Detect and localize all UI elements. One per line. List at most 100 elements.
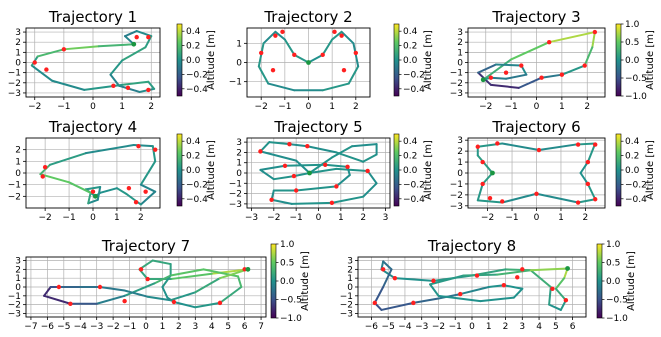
waypoint-marker xyxy=(392,275,398,281)
waypoint-marker xyxy=(519,63,524,68)
waypoint-marker xyxy=(353,50,359,56)
colorbar-tick-label: 0.0 xyxy=(606,277,621,287)
trajectory-segment xyxy=(577,198,597,204)
subplot-title: Trajectory 5 xyxy=(273,118,362,136)
colorbar-tick-label: −0.2 xyxy=(403,180,425,190)
x-tick-label: −3 xyxy=(415,322,428,332)
x-tick-label: −5 xyxy=(57,322,70,332)
waypoint-marker xyxy=(32,60,37,65)
colorbar-tick-label: −0.4 xyxy=(625,195,647,205)
x-tick-label: 0 xyxy=(143,322,149,332)
axes-frame xyxy=(467,27,606,98)
y-tick-label: 0 xyxy=(15,59,21,69)
y-tick-label: 2 xyxy=(15,146,21,156)
waypoint-marker xyxy=(133,199,139,205)
waypoint-marker xyxy=(126,185,132,191)
waypoint-marker xyxy=(539,75,544,80)
subplot-title: Trajectory 4 xyxy=(48,118,137,136)
start-marker xyxy=(480,77,486,83)
x-tick-label: 3 xyxy=(383,213,389,223)
trajectory-segment xyxy=(429,283,440,297)
waypoint-marker xyxy=(501,283,507,288)
trajectory-segment xyxy=(373,286,385,304)
waypoint-marker xyxy=(273,33,278,38)
trajectory-segment xyxy=(161,286,169,299)
trajectory-segment xyxy=(169,268,205,277)
trajectory-segment xyxy=(351,143,378,148)
waypoint-marker xyxy=(480,159,485,165)
x-tick-label: 0 xyxy=(90,102,96,112)
x-tick-label: 2 xyxy=(583,213,589,223)
y-tick-label: 0 xyxy=(15,283,21,293)
y-tick-label: −2 xyxy=(450,79,463,89)
x-tick-label: 0 xyxy=(90,213,96,223)
colorbar-tick-label: 0.0 xyxy=(625,56,640,66)
trajectory-segment xyxy=(121,80,150,86)
waypoint-marker xyxy=(345,164,350,170)
colorbar-tick-label: 0.4 xyxy=(186,137,201,147)
trajectory-segment xyxy=(292,172,311,178)
trajectory-segment xyxy=(476,154,494,174)
trajectory-segment xyxy=(479,296,515,303)
trajectory-segment xyxy=(288,143,309,148)
x-tick-label: 1 xyxy=(559,102,565,112)
x-tick-label: 3 xyxy=(192,322,198,332)
trajectory-segment xyxy=(84,144,135,155)
waypoint-marker xyxy=(563,298,569,303)
trajectory-segment xyxy=(535,192,580,204)
y-tick-label: 3 xyxy=(457,28,463,38)
y-tick-label: 0 xyxy=(15,169,21,179)
y-tick-label: −3 xyxy=(229,200,242,210)
trajectory-segment xyxy=(362,182,378,198)
trajectory-segment xyxy=(308,167,338,174)
waypoint-marker xyxy=(329,200,335,206)
y-tick-label: 1 xyxy=(15,48,21,58)
subplot-title: Trajectory 3 xyxy=(491,8,580,26)
waypoint-marker xyxy=(365,168,370,174)
y-tick-label: −1 xyxy=(229,179,242,189)
trajectory-segment xyxy=(146,295,172,302)
colorbar-label: Altitude [m] xyxy=(645,30,656,90)
waypoint-marker xyxy=(122,298,127,304)
trajectory-segment xyxy=(262,30,277,45)
colorbar-tick-label: −1.0 xyxy=(625,92,647,102)
x-tick-label: −1 xyxy=(62,213,75,223)
trajectory-segment xyxy=(121,46,147,62)
x-tick-label: 1 xyxy=(160,322,166,332)
trajectory-segment xyxy=(321,38,334,56)
trajectory-segment xyxy=(331,30,343,41)
waypoint-marker xyxy=(258,50,264,56)
trajectory-segment xyxy=(97,43,135,48)
trajectory-segment xyxy=(517,76,543,89)
colorbar xyxy=(615,133,622,207)
trajectory-segment xyxy=(51,79,86,91)
x-tick-label: −5 xyxy=(382,322,395,332)
trajectory-segment xyxy=(481,172,494,185)
trajectory-segment xyxy=(169,272,213,281)
waypoint-marker xyxy=(500,199,505,204)
waypoint-marker xyxy=(575,200,581,205)
trajectory-segment xyxy=(151,145,157,163)
y-tick-label: 3 xyxy=(15,257,21,267)
waypoint-marker xyxy=(380,267,386,272)
colorbar-tick-label: 0.0 xyxy=(280,277,295,287)
x-tick-label: 7 xyxy=(258,322,264,332)
trajectory-segment xyxy=(267,82,296,92)
trajectory-segment xyxy=(306,145,338,154)
colorbar xyxy=(176,133,183,207)
trajectory-segment xyxy=(87,198,99,205)
waypoint-marker xyxy=(341,67,347,73)
subplot-title: Trajectory 8 xyxy=(427,237,516,255)
x-tick-label: 2 xyxy=(176,322,182,332)
trajectory-segment xyxy=(124,30,138,38)
waypoint-marker xyxy=(242,267,247,272)
subplot-title: Trajectory 1 xyxy=(48,8,137,26)
waypoint-marker xyxy=(488,75,494,80)
trajectory-segment xyxy=(330,145,354,159)
x-tick-label: 3 xyxy=(519,322,525,332)
trajectory-segment xyxy=(237,275,243,288)
y-tick-label: −1 xyxy=(8,292,21,302)
